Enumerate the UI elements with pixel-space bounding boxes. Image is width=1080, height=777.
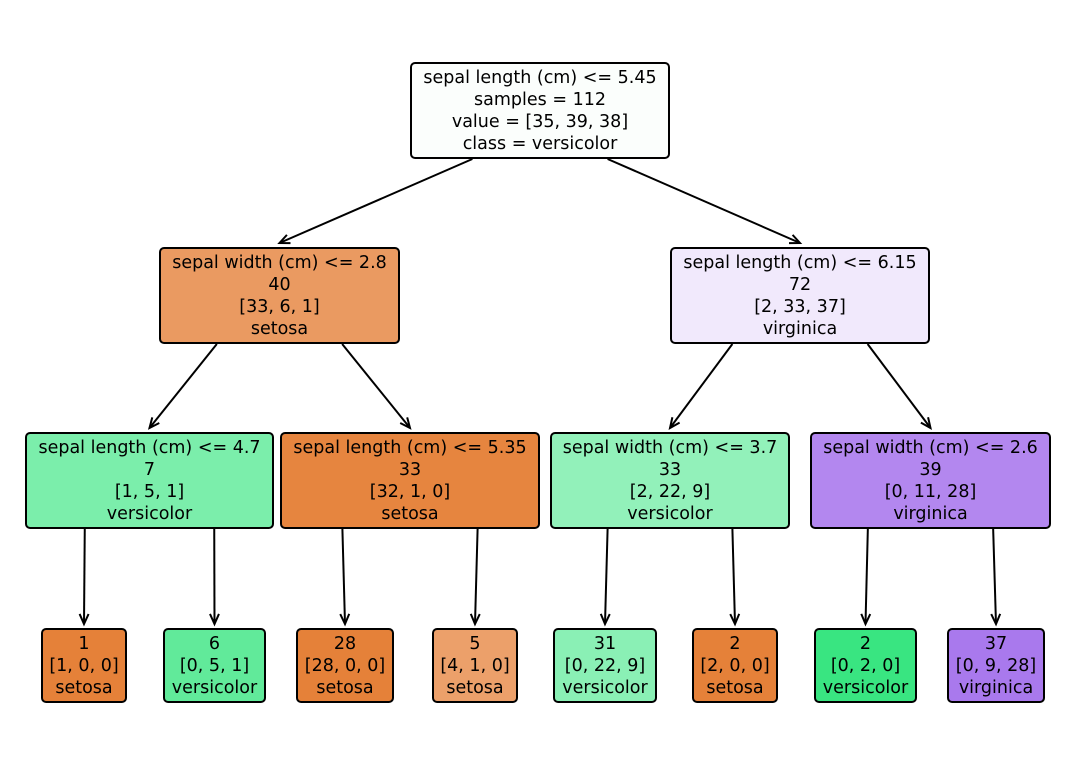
node-text-line: [0, 9, 28]: [955, 655, 1037, 676]
node-text-line: 28: [333, 633, 357, 654]
node-text-line: setosa: [446, 677, 504, 698]
node-text-line: sepal length (cm) <= 6.15: [683, 252, 917, 273]
node-text-line: 72: [788, 274, 812, 295]
arrowhead-icon: [209, 613, 220, 627]
node-text-line: [2, 22, 9]: [629, 481, 711, 502]
tree-edge-n5-n12: [731, 528, 736, 625]
node-text-line: samples = 112: [474, 89, 606, 110]
node-text-line: class = versicolor: [462, 133, 618, 154]
arrowhead-icon: [147, 417, 160, 430]
arrowhead-icon: [860, 613, 872, 627]
node-text-line: sepal width (cm) <= 2.8: [172, 252, 387, 273]
node-text-line: 6: [208, 633, 221, 654]
node-text-line: [1, 0, 0]: [49, 655, 119, 676]
node-text-line: setosa: [55, 677, 113, 698]
node-text-line: [1, 5, 1]: [114, 481, 185, 502]
node-text-line: setosa: [250, 318, 309, 339]
tree-node-n8: 6[0, 5, 1]versicolor: [163, 628, 266, 703]
node-text-line: sepal width (cm) <= 3.7: [562, 437, 778, 458]
node-text-line: virginica: [893, 503, 968, 524]
node-text-line: [0, 22, 9]: [564, 655, 646, 676]
node-text-line: setosa: [316, 677, 374, 698]
node-text-line: versicolor: [822, 677, 909, 698]
arrowhead-icon: [339, 613, 351, 627]
node-text-line: setosa: [706, 677, 764, 698]
node-text-line: [28, 0, 0]: [304, 655, 386, 676]
node-text-line: 7: [143, 459, 156, 480]
arrowhead-icon: [668, 417, 681, 430]
arrowhead-icon: [277, 234, 291, 245]
node-text-line: virginica: [958, 677, 1034, 698]
node-text-line: [0, 11, 28]: [884, 481, 977, 502]
tree-edge-n4-n10: [474, 528, 479, 625]
tree-node-n9: 28[28, 0, 0]setosa: [296, 628, 394, 703]
node-text-line: [2, 33, 37]: [754, 296, 846, 317]
node-text-line: [33, 6, 1]: [239, 296, 320, 317]
node-text-line: 37: [984, 633, 1008, 654]
tree-edge-n2-n6: [866, 343, 932, 429]
node-text-line: [2, 0, 0]: [700, 655, 770, 676]
arrowhead-icon: [399, 417, 412, 430]
node-text-line: versicolor: [562, 677, 648, 698]
node-text-line: value = [35, 39, 38]: [451, 111, 629, 132]
node-text-line: sepal width (cm) <= 2.6: [823, 437, 1038, 458]
node-text-line: 33: [658, 459, 682, 480]
tree-edge-n1-n3: [148, 343, 218, 429]
tree-node-n7: 1[1, 0, 0]setosa: [41, 628, 127, 703]
node-text-line: [0, 5, 1]: [179, 655, 250, 676]
node-text-line: [4, 1, 0]: [440, 655, 510, 676]
node-text-line: setosa: [381, 503, 439, 524]
tree-edge-n6-n14: [992, 528, 997, 625]
node-text-line: 5: [469, 633, 481, 654]
tree-edge-n5-n11: [604, 528, 609, 625]
arrowhead-icon: [599, 613, 611, 627]
node-text-line: sepal length (cm) <= 5.45: [423, 67, 657, 88]
tree-node-n14: 37[0, 9, 28]virginica: [947, 628, 1045, 703]
tree-node-n10: 5[4, 1, 0]setosa: [432, 628, 518, 703]
node-text-line: virginica: [762, 318, 838, 339]
tree-edge-n4-n9: [341, 528, 346, 625]
tree-edge-n0-n1: [279, 158, 473, 244]
tree-node-n11: 31[0, 22, 9]versicolor: [553, 628, 657, 703]
tree-node-n13: 2[0, 2, 0]versicolor: [814, 628, 917, 703]
node-text-line: [0, 2, 0]: [830, 655, 901, 676]
node-text-line: sepal length (cm) <= 5.35: [293, 437, 527, 458]
node-text-line: versicolor: [627, 503, 713, 524]
node-text-line: 1: [78, 633, 90, 654]
node-text-line: versicolor: [171, 677, 258, 698]
arrowhead-icon: [788, 234, 803, 245]
arrowhead-icon: [729, 613, 741, 627]
tree-edge-n2-n5: [669, 343, 734, 429]
tree-node-n12: 2[2, 0, 0]setosa: [692, 628, 778, 703]
node-text-line: [32, 1, 0]: [369, 481, 451, 502]
arrowhead-icon: [78, 613, 90, 627]
tree-edge-n0-n2: [607, 158, 801, 244]
node-text-line: 33: [398, 459, 422, 480]
tree-edge-n3-n7: [83, 528, 86, 625]
tree-edge-n1-n4: [341, 343, 411, 429]
node-text-line: sepal length (cm) <= 4.7: [38, 437, 261, 458]
node-text-line: versicolor: [106, 503, 193, 524]
tree-edge-n6-n13: [864, 528, 869, 625]
node-text-line: 2: [729, 633, 741, 654]
arrowhead-icon: [469, 613, 481, 627]
node-text-line: 2: [859, 633, 872, 654]
node-text-line: 31: [593, 633, 617, 654]
arrowhead-icon: [920, 417, 932, 430]
node-text-line: 39: [919, 459, 942, 480]
arrowhead-icon: [990, 613, 1002, 627]
node-text-line: 40: [268, 274, 291, 295]
